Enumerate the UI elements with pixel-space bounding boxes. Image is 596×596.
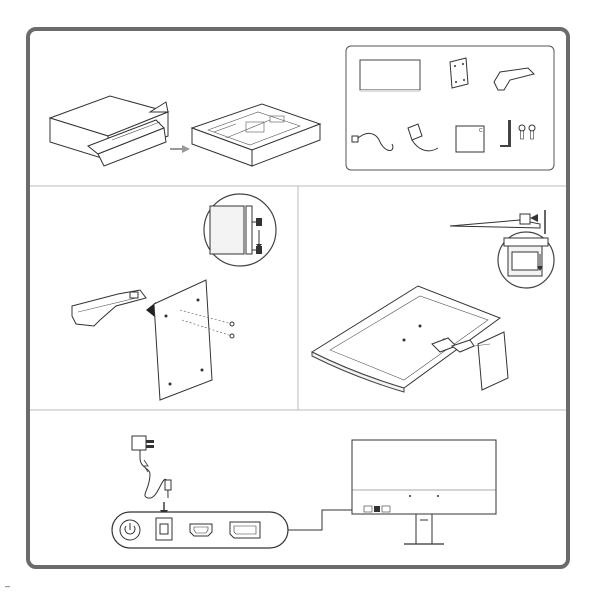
open-box-illustration: [50, 96, 168, 166]
accessories-panel: C: [346, 46, 554, 170]
monitor-facedown-illustration: [312, 286, 508, 392]
monitor-rear-illustration: [352, 440, 496, 544]
monitor-back-panel: [154, 280, 234, 400]
callout-line: [288, 510, 360, 530]
step-arrow: [170, 145, 190, 153]
detail-circle-step3: [498, 232, 554, 288]
svg-text:C: C: [479, 128, 483, 134]
stand-arm-illustration: [72, 290, 146, 326]
box-contents-illustration: [192, 104, 320, 166]
page-number: –: [5, 582, 10, 591]
vesa-plate-icon: [450, 58, 468, 88]
screwdriver-icon: [508, 120, 511, 146]
detail-circle-step2: [204, 194, 276, 266]
stand-profile-detail: [450, 210, 545, 234]
port-panel: [112, 512, 288, 548]
power-adapter-illustration: [132, 436, 171, 516]
